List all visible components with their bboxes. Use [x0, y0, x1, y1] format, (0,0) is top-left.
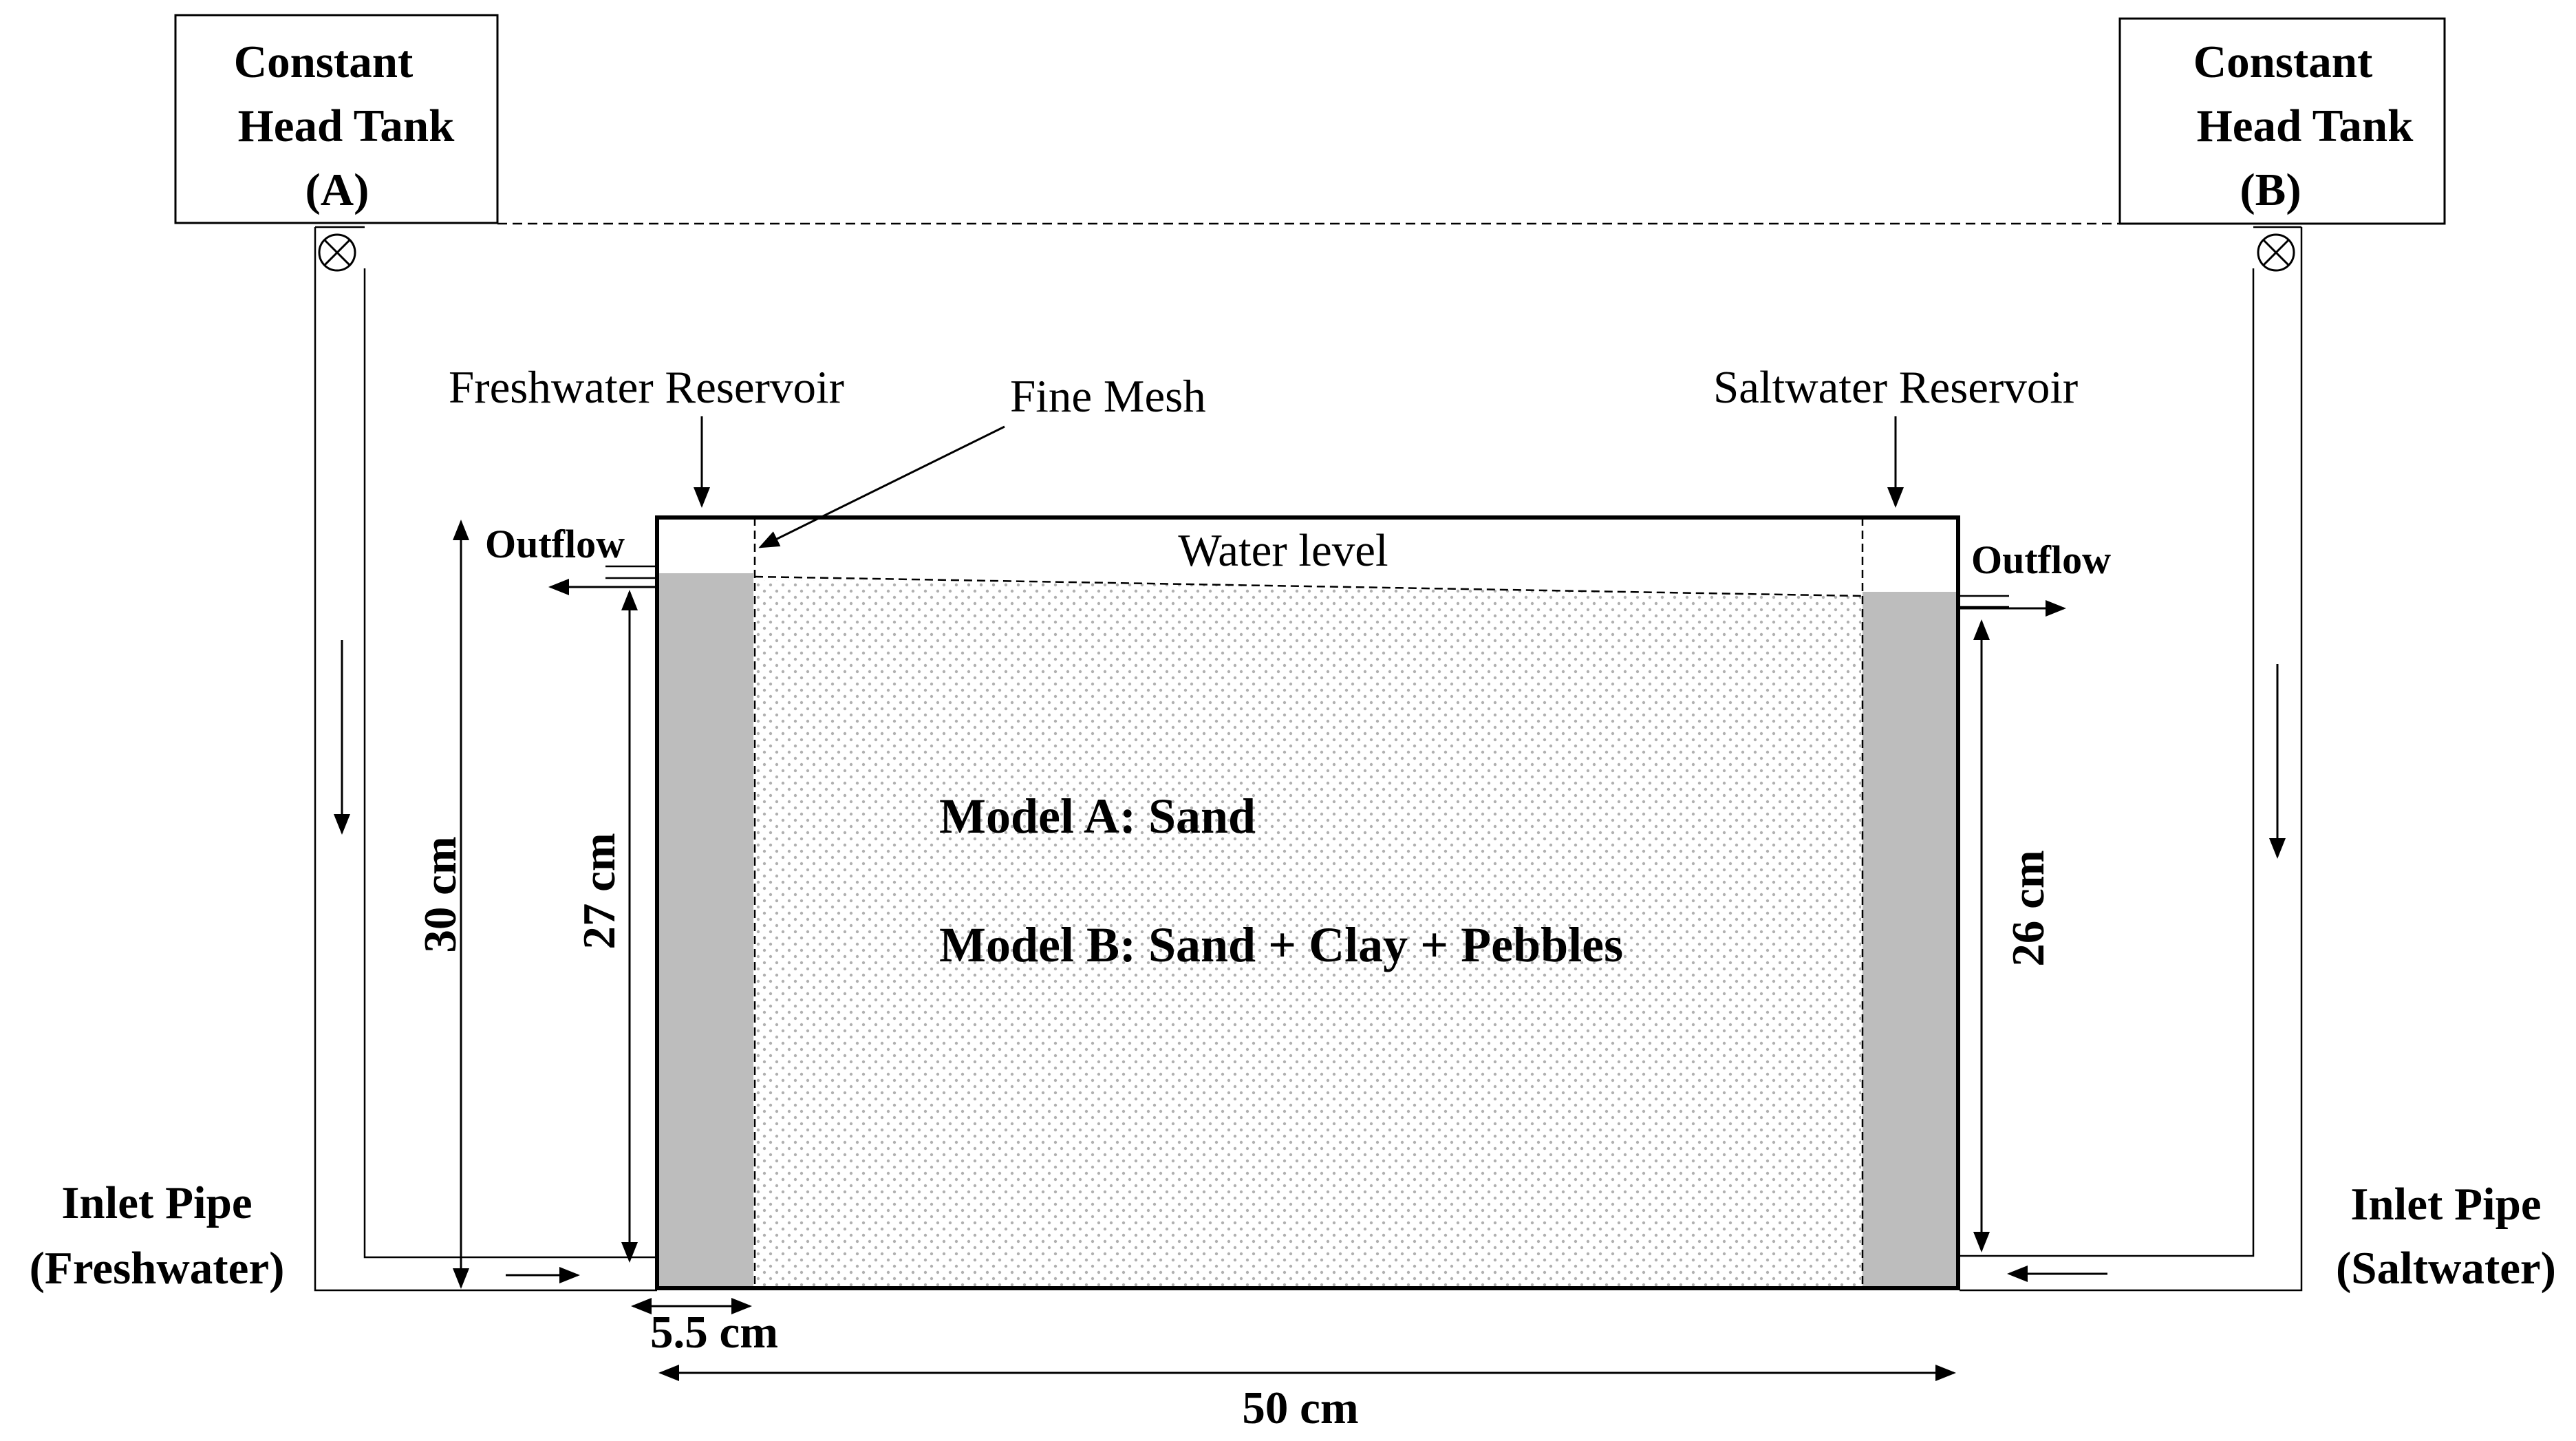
model-b-label: Model B: Sand + Clay + Pebbles	[939, 917, 1623, 972]
dimension-50cm-label: 50 cm	[1242, 1383, 1358, 1433]
dimension-27cm-label: 27 cm	[574, 833, 625, 949]
tank-a-label-line1: Constant	[234, 36, 414, 87]
inlet-pipe-left-label-line2: (Freshwater)	[30, 1243, 285, 1294]
fine-mesh-label: Fine Mesh	[1010, 371, 1206, 422]
sand-tank	[655, 515, 1960, 1290]
inlet-pipe-right-label-line2: (Saltwater)	[2336, 1243, 2556, 1294]
inlet-pipe-saltwater	[1960, 226, 2303, 1292]
dimension-30cm-label: 30 cm	[415, 836, 466, 952]
tank-b-label-line2: Head Tank	[2197, 100, 2414, 151]
inlet-pipe-right-label-line1: Inlet Pipe	[2350, 1179, 2541, 1230]
tank-b-label-line3: (B)	[2240, 164, 2301, 215]
valve-a-icon	[318, 233, 356, 272]
saltwater-reservoir-water	[1863, 592, 1958, 1288]
fine-mesh-pointer	[758, 425, 1005, 548]
outflow-left-label: Outflow	[485, 522, 625, 566]
water-level-line	[754, 575, 1862, 597]
inlet-pipe-freshwater	[314, 226, 657, 1292]
tank-a-label-line2: Head Tank	[238, 100, 455, 151]
saltwater-reservoir-label: Saltwater Reservoir	[1713, 362, 2078, 413]
model-a-label: Model A: Sand	[939, 789, 1256, 844]
tank-b-label-line1: Constant	[2193, 36, 2373, 87]
tank-outline	[655, 515, 1960, 1290]
outflow-right	[1958, 595, 2066, 617]
dimension-5-5cm-label: 5.5 cm	[650, 1307, 778, 1358]
porous-medium	[755, 580, 1861, 1288]
freshwater-reservoir-label: Freshwater Reservoir	[449, 362, 844, 413]
constant-head-tank-a: Constant Head Tank (A)	[174, 14, 499, 224]
tank-a-label-line3: (A)	[305, 164, 369, 215]
outflow-left	[548, 565, 657, 595]
valve-b-icon	[2257, 233, 2295, 272]
outflow-right-label: Outflow	[1971, 537, 2111, 582]
freshwater-reservoir-water	[657, 573, 753, 1288]
inlet-pipe-left-label-line1: Inlet Pipe	[61, 1177, 252, 1228]
constant-head-tank-b: Constant Head Tank (B)	[2118, 17, 2446, 225]
water-level-label: Water level	[1178, 525, 1388, 576]
dimension-26cm-label: 26 cm	[2003, 850, 2054, 966]
